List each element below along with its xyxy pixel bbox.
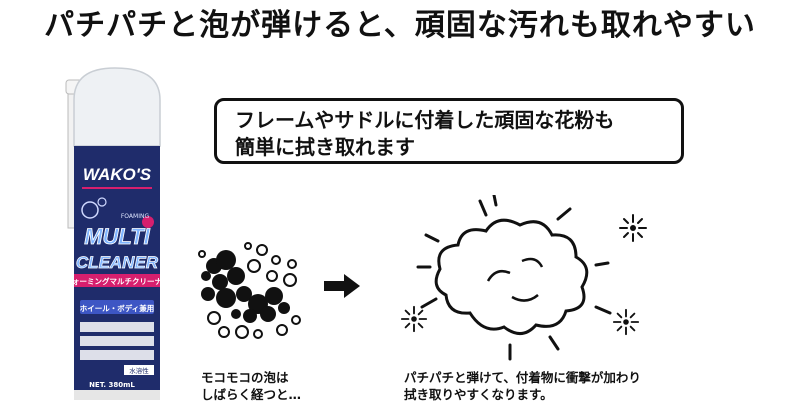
info-box xyxy=(80,322,154,332)
arrow-right-icon xyxy=(324,274,360,298)
burst-cloud-icon xyxy=(416,195,612,361)
product-badge: 水溶性 xyxy=(129,366,149,375)
info-box xyxy=(80,336,154,346)
jp-name-strip xyxy=(74,274,160,287)
product-volume: NET. 380mL xyxy=(89,381,135,389)
callout-line-1: フレームやサドルに付着した頑固な花粉も xyxy=(235,108,615,132)
foam-bubbles-icon xyxy=(198,242,301,339)
can-bubble xyxy=(81,201,99,219)
usage-strip-text: ホイール・ボディ兼用 xyxy=(80,303,154,313)
can-bubble xyxy=(97,197,107,207)
sparkle-icon xyxy=(612,308,640,336)
caption-before: モコモコの泡は しばらく経つと… xyxy=(201,369,301,403)
can-badge-dot xyxy=(142,216,154,228)
callout-line-2: 簡単に拭き取れます xyxy=(235,135,415,159)
brand-label: WAKO'S xyxy=(83,165,152,184)
can-base xyxy=(74,390,160,400)
badge-box xyxy=(124,365,154,375)
product-can-image: WAKO'S FOAMING MULTI CLEANER フォーミングマルチクリ… xyxy=(65,67,170,400)
can-cap xyxy=(73,67,161,147)
info-box xyxy=(80,350,154,360)
callout-box: フレームやサドルに付着した頑固な花粉も 簡単に拭き取れます xyxy=(214,98,684,164)
caption-after: パチパチと弾けて、付着物に衝撃が加わり 拭き取りやすくなります。 xyxy=(404,369,641,403)
caption-after-line-2: 拭き取りやすくなります。 xyxy=(404,387,553,402)
sparkle-icon xyxy=(619,214,647,242)
product-name-line-2: CLEANER xyxy=(76,253,159,272)
usage-strip xyxy=(80,300,154,314)
caption-before-line-1: モコモコの泡は xyxy=(201,370,289,385)
product-jp-name: フォーミングマルチクリーナー xyxy=(65,276,170,286)
product-subtitle: FOAMING xyxy=(121,213,150,220)
caption-after-line-1: パチパチと弾けて、付着物に衝撃が加わり xyxy=(404,370,641,385)
headline: パチパチと泡が弾けると、頑固な汚れも取れやすい xyxy=(44,8,756,43)
sparkle-icon xyxy=(400,305,428,333)
product-name-line-1: MULTI xyxy=(84,224,150,249)
caption-before-line-2: しばらく経つと… xyxy=(201,387,302,402)
